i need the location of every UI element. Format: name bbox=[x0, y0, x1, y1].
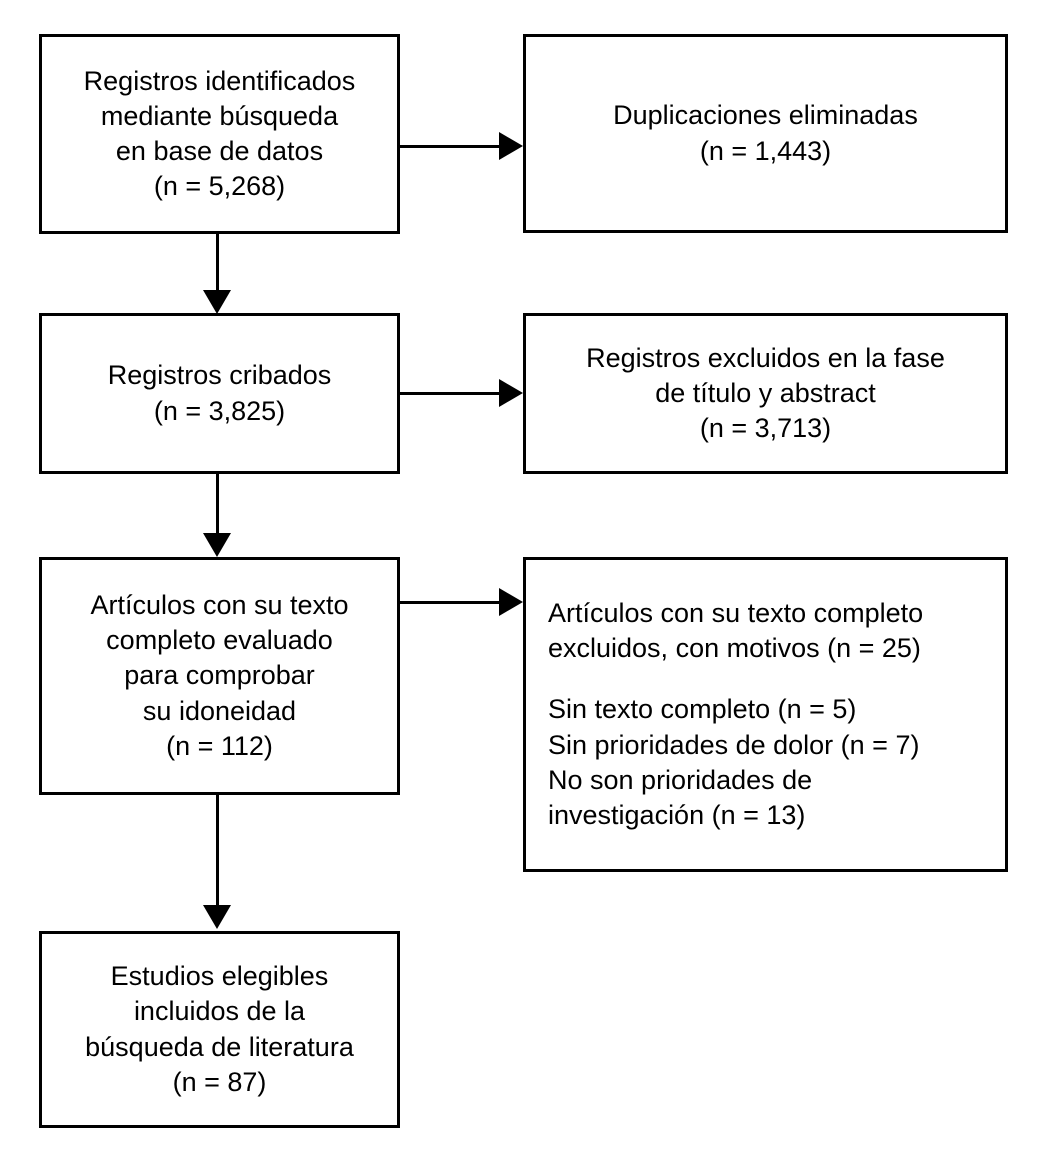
node-reason-line: Sin texto completo (n = 5) bbox=[548, 694, 857, 725]
arrow-head-right-icon bbox=[499, 132, 523, 160]
node-duplicates-removed: Duplicaciones eliminadas (n = 1,443) bbox=[523, 34, 1008, 233]
node-line-count: (n = 3,825) bbox=[153, 395, 286, 426]
arrow-fulltext-to-included bbox=[203, 795, 246, 932]
node-line: búsqueda de literatura bbox=[85, 1031, 354, 1062]
node-line: incluidos de la bbox=[133, 996, 306, 1027]
node-line: de título y abstract bbox=[655, 377, 876, 408]
node-line: mediante búsqueda bbox=[100, 100, 339, 131]
node-records-screened: Registros cribados (n = 3,825) bbox=[39, 313, 400, 474]
node-line: en base de datos bbox=[115, 136, 324, 166]
node-line-count: (n = 87) bbox=[172, 1066, 267, 1097]
node-line: Artículos con su texto bbox=[90, 590, 349, 621]
node-line: Registros identificados bbox=[83, 65, 356, 96]
node-fulltext-assessed: Artículos con su texto completo evaluado… bbox=[39, 557, 400, 795]
node-line-count: (n = 1,443) bbox=[699, 135, 832, 166]
arrow-screened-to-excluded-title-abstract bbox=[400, 379, 526, 409]
arrow-shaft bbox=[400, 392, 502, 395]
arrow-head-down-icon bbox=[203, 905, 231, 929]
node-records-excluded-title-abstract: Registros excluidos en la fase de título… bbox=[523, 313, 1008, 474]
arrow-shaft bbox=[400, 601, 502, 604]
node-line: para comprobar bbox=[124, 660, 315, 691]
arrow-head-down-icon bbox=[203, 290, 231, 314]
node-fulltext-excluded-with-reasons: Artículos con su texto completo excluido… bbox=[523, 557, 1008, 872]
arrow-fulltext-to-excluded bbox=[400, 588, 526, 618]
node-reason-line: Sin prioridades de dolor (n = 7) bbox=[548, 729, 920, 760]
arrow-shaft bbox=[216, 474, 219, 537]
node-reason-line: investigación (n = 13) bbox=[548, 799, 806, 830]
node-line-count: (n = 5,268) bbox=[153, 171, 286, 202]
arrow-head-right-icon bbox=[499, 379, 523, 407]
node-reason-line: No son prioridades de bbox=[548, 764, 813, 795]
node-line: Artículos con su texto completo bbox=[548, 598, 924, 629]
node-line-count: (n = 112) bbox=[166, 730, 273, 761]
node-line: Registros cribados bbox=[107, 360, 332, 391]
node-line: Registros excluidos en la fase bbox=[586, 342, 945, 373]
arrow-screened-to-fulltext bbox=[203, 474, 246, 558]
node-records-identified: Registros identificados mediante búsqued… bbox=[39, 34, 400, 234]
node-line-count: excluidos, con motivos (n = 25) bbox=[548, 633, 921, 664]
arrow-head-down-icon bbox=[203, 533, 231, 557]
node-line-count: (n = 3,713) bbox=[699, 413, 832, 444]
node-line: Duplicaciones eliminadas bbox=[613, 100, 918, 131]
node-line: Estudios elegibles bbox=[110, 961, 329, 992]
arrow-shaft bbox=[216, 795, 219, 909]
arrow-shaft bbox=[216, 234, 219, 294]
node-line: completo evaluado bbox=[106, 625, 333, 656]
node-line: su idoneidad bbox=[142, 695, 297, 726]
node-studies-included: Estudios elegibles incluidos de la búsqu… bbox=[39, 931, 400, 1128]
arrow-identified-to-duplicates bbox=[400, 132, 526, 162]
arrow-identified-to-screened bbox=[203, 234, 246, 314]
arrow-shaft bbox=[400, 145, 502, 148]
arrow-head-right-icon bbox=[499, 588, 523, 616]
